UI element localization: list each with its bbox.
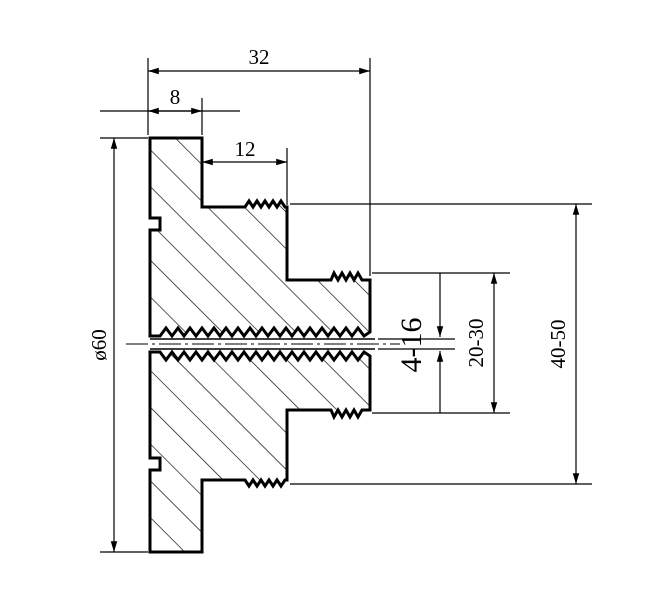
dim-label-bore: 4-16 — [395, 318, 428, 373]
dim-overall-length: 32 — [147, 45, 371, 276]
dim-small-thread: 20-30 — [464, 273, 498, 413]
dim-label-flange-thickness: 8 — [170, 85, 181, 109]
dim-flange-thickness: 8 — [100, 85, 240, 135]
dim-label-large-thread: 40-50 — [546, 320, 570, 369]
extension-lines-right — [290, 203, 592, 485]
dim-bore: 4-16 — [378, 273, 455, 413]
part-section — [126, 136, 400, 554]
dim-label-small-thread: 20-30 — [464, 319, 488, 368]
dim-label-flange-diameter: ø60 — [87, 329, 111, 361]
dim-label-mid-step: 12 — [235, 137, 256, 161]
dim-label-overall-length: 32 — [249, 45, 270, 69]
upper-half-section — [148, 136, 372, 339]
dim-flange-diameter: ø60 — [87, 137, 148, 553]
dim-mid-step: 12 — [202, 137, 288, 205]
dim-large-thread: 40-50 — [546, 204, 580, 484]
lower-half-section — [148, 349, 372, 554]
